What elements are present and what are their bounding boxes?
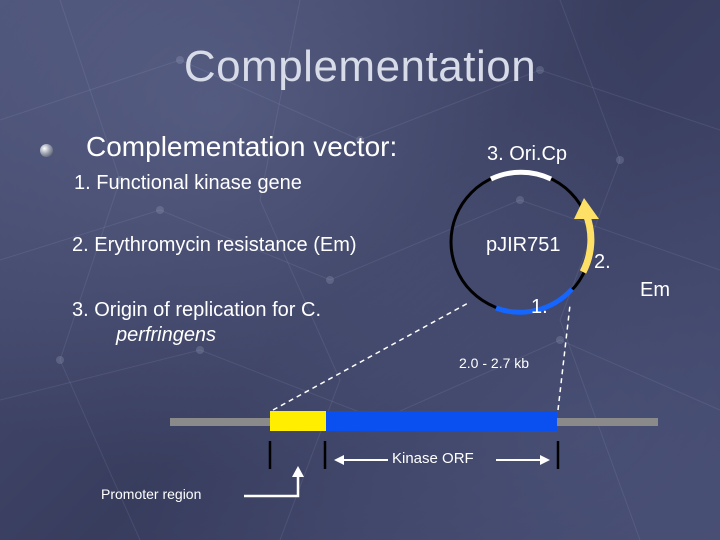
list-item-kinase-gene: 1. Functional kinase gene [74, 172, 302, 194]
list-item-origin-species: perfringens [116, 324, 217, 346]
orf-span-right-arrowhead [540, 455, 550, 465]
vector-heading: Complementation vector: [86, 131, 398, 162]
promoter-block [270, 411, 326, 431]
resistance-arrowhead [574, 198, 599, 219]
gene-segment [495, 287, 574, 315]
dashed-line-right [557, 304, 571, 411]
bullet-icon [40, 144, 53, 157]
promoter-pointer-arrowhead [292, 466, 304, 477]
plasmid-name: pJIR751 [486, 234, 561, 256]
list-item-erythromycin: 2. Erythromycin resistance (Em) [72, 234, 357, 256]
ori-segment [489, 169, 553, 182]
resistance-number-label: 2. [594, 251, 611, 273]
insert-size-label: 2.0 - 2.7 kb [459, 355, 530, 371]
list-item-origin: 3. Origin of replication for C. [72, 299, 321, 321]
kinase-orf-block [326, 411, 557, 431]
ori-label: 3. Ori.Cp [487, 143, 568, 165]
gene-label: 1. [531, 296, 548, 318]
promoter-pointer-arrow [244, 474, 300, 498]
promoter-region-label: Promoter region [101, 486, 202, 502]
orf-span-left-arrowhead [334, 455, 344, 465]
resistance-name-label: Em [640, 279, 670, 301]
slide-title: Complementation [183, 42, 537, 91]
kinase-orf-label: Kinase ORF [392, 450, 474, 467]
resistance-arrow [579, 212, 595, 274]
dashed-line-left [272, 301, 471, 411]
